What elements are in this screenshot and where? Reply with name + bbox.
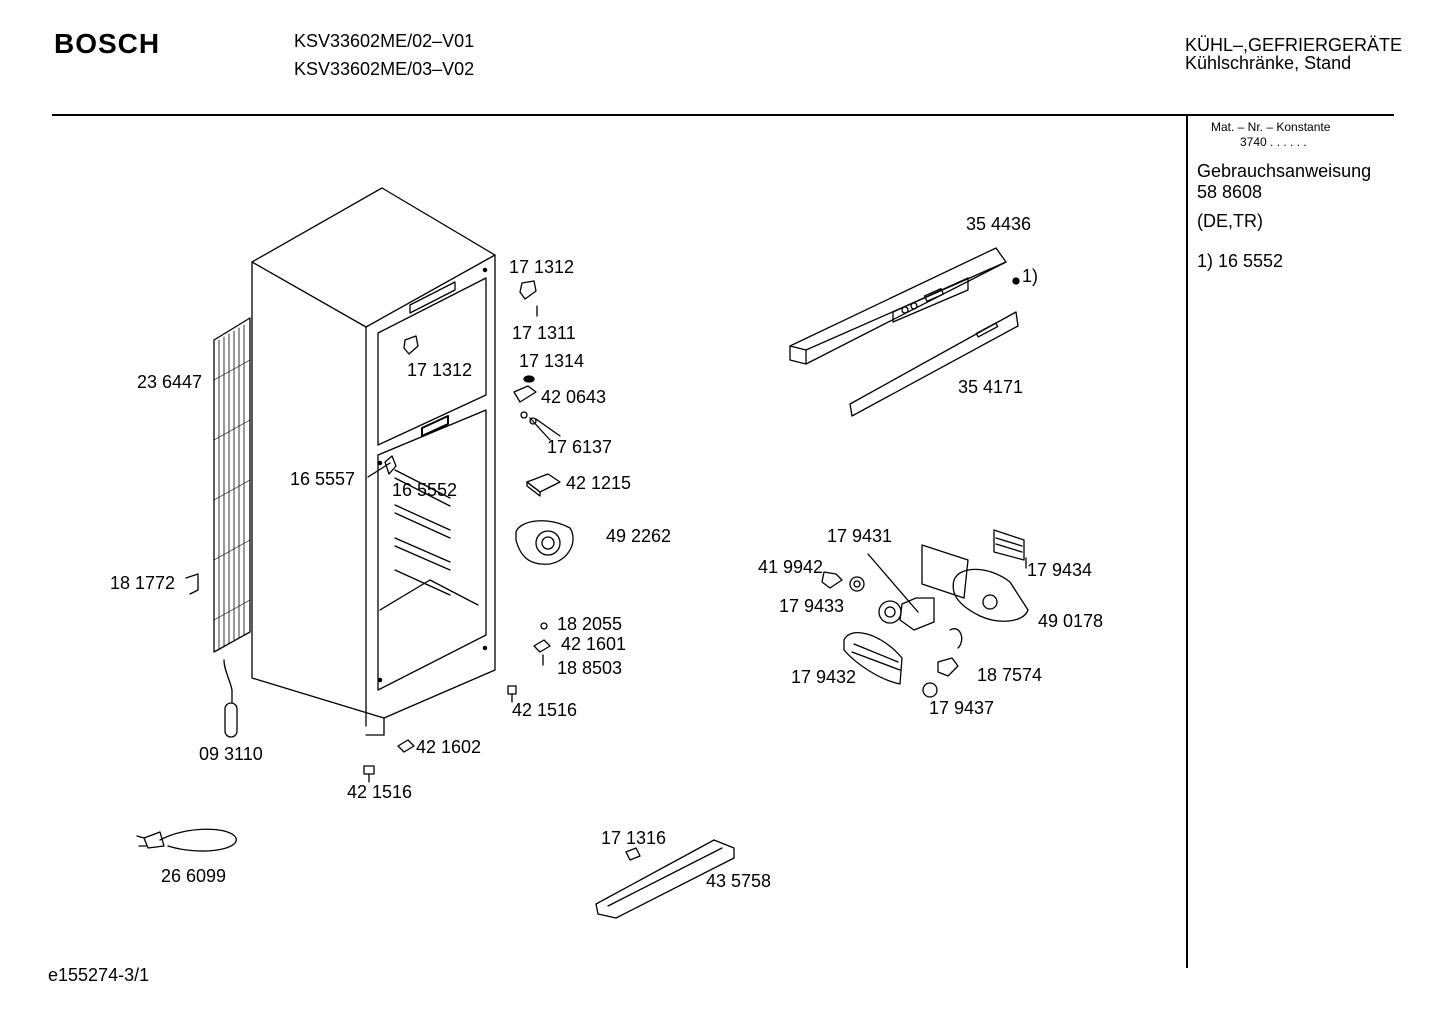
part-label: 41 9942 [758,557,824,577]
sidebar-divider [1186,116,1188,968]
part-label: 16 5557 [290,469,356,489]
mat-number-label: Mat. – Nr. – Konstante [1211,120,1331,134]
part-label: 17 1314 [519,351,585,371]
category-title: KÜHL–,GEFRIERGERÄTE [1185,35,1403,55]
lamp-assembly [822,530,1028,697]
drain-hose [224,660,237,737]
fridge-cabinet [252,188,495,735]
part-label: 42 1601 [561,634,627,654]
exploded-view-drawing [0,0,1180,960]
small-parts [186,281,573,782]
part-label: 43 5758 [706,871,772,891]
part-label: 49 2262 [606,526,672,546]
part-label: 18 1772 [110,573,176,593]
door-handle [596,840,734,918]
part-label: 42 1516 [347,782,413,802]
brand-logo: BOSCH [54,28,161,59]
part-label: 49 0178 [1038,611,1104,631]
part-label: 09 3110 [199,744,263,764]
part-label: 35 4171 [958,377,1024,397]
part-label: 17 9431 [827,526,893,546]
manual-languages: (DE,TR) [1197,211,1263,231]
part-label: 18 8503 [557,658,623,678]
part-label: 42 1602 [416,737,482,757]
part-label: 42 1516 [512,700,578,720]
part-label: 17 9434 [1027,560,1093,580]
part-label: 17 9432 [791,667,857,687]
condenser-grid [214,318,250,652]
part-label: 17 6137 [547,437,613,457]
part-label: 42 1215 [566,473,632,493]
part-label: 1) [1022,266,1039,286]
part-label: 17 1312 [509,257,575,277]
manual-label: Gebrauchsanweisung [1197,161,1372,181]
part-label: 17 1311 [512,323,576,343]
footnote-1: 1) 16 5552 [1197,251,1284,271]
part-label: 16 5552 [392,480,458,500]
part-label: 42 0643 [541,387,607,407]
part-label: 26 6099 [161,866,227,886]
control-panel [790,248,1019,416]
model-number-2: KSV33602ME/03–V02 [294,59,475,79]
manual-number: 58 8608 [1197,182,1263,202]
part-label: 18 7574 [977,665,1043,685]
part-label: 17 9437 [929,698,995,718]
part-label: 17 9433 [779,596,845,616]
part-label: 18 2055 [557,614,623,634]
power-cord [137,829,236,851]
mat-number-value: 3740 . . . . . . [1240,135,1307,149]
part-label: 17 1312 [407,360,473,380]
drawing-id: e155274-3/1 [48,965,150,985]
model-number-1: KSV33602ME/02–V01 [294,31,475,51]
part-label: 23 6447 [137,372,203,392]
header-divider [52,114,1394,116]
category-subtitle: Kühlschränke, Stand [1185,53,1352,73]
part-label: 17 1316 [601,828,667,848]
part-label: 35 4436 [966,214,1032,234]
